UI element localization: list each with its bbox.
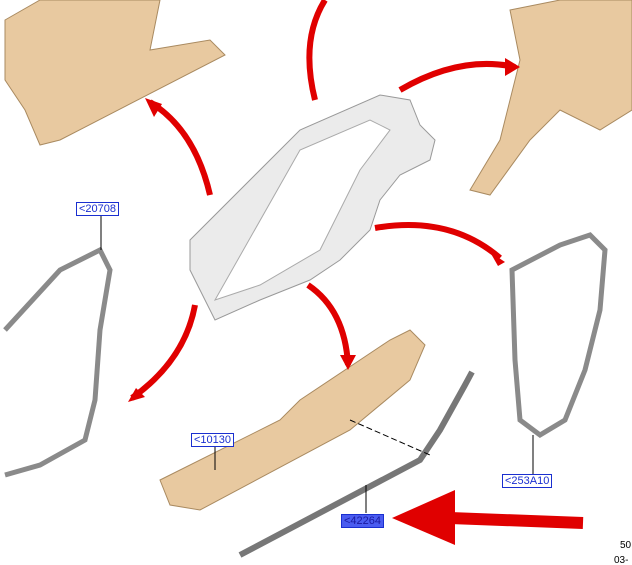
a-pillar-panel (4, 0, 226, 146)
callout-10130[interactable]: <10130 (191, 433, 235, 447)
arrowhead-rear-seal (490, 252, 505, 266)
rear-door-seal (509, 232, 608, 439)
arrow-to-rear-seal (374, 222, 502, 261)
arrowhead-sill (392, 490, 455, 545)
reference-date: 03-2 (614, 555, 629, 565)
dashed-guide-line (349, 419, 431, 456)
callout-253a10[interactable]: <253A10 (502, 474, 553, 488)
arrowheads (128, 58, 520, 545)
arrow-to-front-seal (130, 304, 198, 401)
quarter-panel (469, 0, 632, 196)
arrow-top (306, 0, 328, 101)
callout-42264[interactable]: <42264 (341, 514, 385, 528)
front-door-seal (3, 246, 113, 478)
arrowhead-a-pillar (145, 98, 162, 117)
sill-moulding (238, 370, 475, 558)
reference-number: 50 (620, 540, 632, 551)
arrow-to-a-pillar (148, 99, 213, 196)
door-opening (213, 119, 391, 301)
callout-20708[interactable]: <20708 (76, 202, 120, 216)
arrows (130, 0, 584, 529)
arrow-to-quarter (398, 60, 516, 93)
arrowhead-front-seal (128, 388, 145, 402)
arrow-to-rocker (306, 282, 351, 366)
arrowhead-quarter (505, 58, 520, 76)
arrow-to-sill (449, 512, 584, 529)
rocker-panel (159, 329, 426, 511)
arrowhead-rocker (340, 355, 356, 370)
